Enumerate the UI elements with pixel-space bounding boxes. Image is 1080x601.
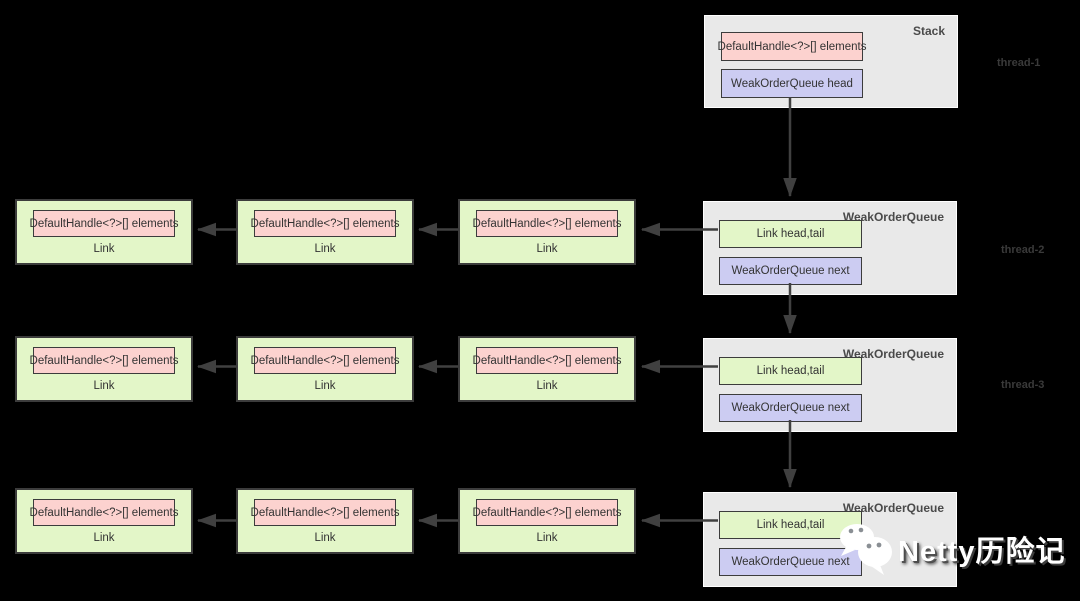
link-label: Link — [536, 532, 558, 544]
link-label: Link — [93, 380, 115, 392]
woq-title: WeakOrderQueue — [842, 210, 944, 224]
link-elements-box: DefaultHandle<?>[] elements — [251, 347, 399, 374]
link-label: Link — [93, 243, 115, 255]
woq-link-head-tail-box: Link head,tail — [719, 357, 862, 385]
thread-label-3: thread-3 — [1001, 379, 1045, 391]
link-node: DefaultHandle<?>[] elements Link — [15, 336, 193, 402]
link-elements-box: DefaultHandle<?>[] elements — [473, 210, 621, 237]
woq-link-head-tail-box: Link head,tail — [719, 220, 862, 248]
stack-woq-head-box: WeakOrderQueue head — [721, 69, 863, 98]
link-node: DefaultHandle<?>[] elements Link — [236, 488, 414, 554]
woq-next-box: WeakOrderQueue next — [719, 394, 862, 422]
link-elements-box: DefaultHandle<?>[] elements — [251, 210, 399, 237]
link-label: Link — [536, 243, 558, 255]
thread-label-1: thread-1 — [997, 57, 1041, 69]
woq-container-1: WeakOrderQueue Link head,tail WeakOrderQ… — [703, 201, 957, 295]
watermark-text: Netty历险记 — [898, 536, 1066, 568]
woq-container-2: WeakOrderQueue Link head,tail WeakOrderQ… — [703, 338, 957, 432]
link-node: DefaultHandle<?>[] elements Link — [458, 336, 636, 402]
link-label: Link — [536, 380, 558, 392]
woq-link-head-tail-box: Link head,tail — [719, 511, 862, 539]
link-label: Link — [314, 532, 336, 544]
link-elements-box: DefaultHandle<?>[] elements — [30, 499, 178, 526]
link-label: Link — [93, 532, 115, 544]
woq-title: WeakOrderQueue — [842, 501, 944, 515]
link-elements-box: DefaultHandle<?>[] elements — [30, 210, 178, 237]
wechat-icon — [840, 524, 892, 575]
link-elements-box: DefaultHandle<?>[] elements — [251, 499, 399, 526]
watermark: Netty历险记 — [838, 522, 1066, 576]
woq-next-box: WeakOrderQueue next — [719, 548, 862, 576]
link-node: DefaultHandle<?>[] elements Link — [15, 199, 193, 265]
link-elements-box: DefaultHandle<?>[] elements — [30, 347, 178, 374]
link-node: DefaultHandle<?>[] elements Link — [458, 199, 636, 265]
woq-title: WeakOrderQueue — [842, 347, 944, 361]
link-elements-box: DefaultHandle<?>[] elements — [473, 499, 621, 526]
stack-elements-box: DefaultHandle<?>[] elements — [718, 32, 866, 61]
woq-container-3: WeakOrderQueue Link head,tail WeakOrderQ… — [703, 492, 957, 587]
link-elements-box: DefaultHandle<?>[] elements — [473, 347, 621, 374]
stack-title: Stack — [912, 24, 945, 38]
link-label: Link — [314, 380, 336, 392]
link-node: DefaultHandle<?>[] elements Link — [15, 488, 193, 554]
link-label: Link — [314, 243, 336, 255]
woq-next-box: WeakOrderQueue next — [719, 257, 862, 285]
link-node: DefaultHandle<?>[] elements Link — [236, 336, 414, 402]
thread-label-2: thread-2 — [1001, 244, 1045, 256]
stack-container: Stack DefaultHandle<?>[] elements WeakOr… — [704, 15, 958, 108]
link-node: DefaultHandle<?>[] elements Link — [458, 488, 636, 554]
link-node: DefaultHandle<?>[] elements Link — [236, 199, 414, 265]
